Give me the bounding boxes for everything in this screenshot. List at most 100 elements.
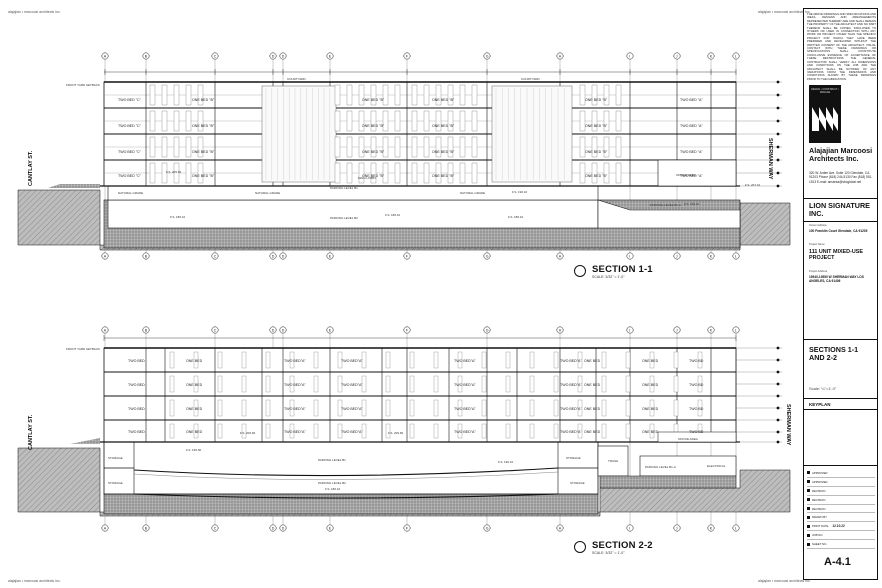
grid-bubble (707, 52, 715, 60)
section-1-scale: SCALE: 3/32" = 1'-0" (592, 275, 625, 279)
window (161, 136, 168, 158)
window (193, 423, 199, 439)
parking-slab (133, 493, 559, 499)
window (697, 375, 703, 393)
courtyard-label: COURTYARD (287, 77, 307, 81)
revision-row: DRAWN BY (807, 513, 875, 523)
window (193, 375, 199, 393)
window (241, 375, 247, 393)
divider (804, 465, 877, 466)
window (411, 84, 418, 106)
window (411, 136, 418, 158)
window (601, 423, 607, 439)
window (579, 110, 586, 132)
grid-bubble-label: E (329, 328, 332, 332)
grid-bubble-label: D (272, 328, 275, 332)
building-shell (103, 347, 737, 443)
window (394, 162, 401, 184)
window (173, 84, 180, 106)
grid-bubble-label: D (282, 54, 285, 58)
window (358, 162, 365, 184)
window (649, 375, 655, 393)
grid-bubble (626, 52, 634, 60)
window (601, 375, 607, 393)
window (289, 399, 295, 417)
window (649, 423, 655, 439)
divider (804, 221, 877, 222)
unit-label: ONE BED (186, 407, 203, 411)
grade-label: NATURAL GRADE (118, 191, 143, 195)
window (459, 162, 466, 184)
grid-bubble (211, 252, 219, 260)
window (625, 375, 631, 393)
revision-row: JOB NO. (807, 531, 875, 541)
level-marker (776, 430, 780, 434)
grade-fill (48, 184, 100, 188)
level-marker (776, 394, 780, 398)
space-label: STORAGE (570, 481, 585, 485)
grade-label: NATURAL GRADE (255, 191, 280, 195)
grid-bubble-label: H (559, 328, 562, 332)
street-label-sherman: SHERMAN WAY (767, 138, 773, 180)
window (625, 399, 631, 417)
window (481, 375, 487, 393)
window (459, 110, 466, 132)
grid-bubble (142, 252, 150, 260)
window (673, 399, 679, 417)
window (385, 351, 391, 369)
window (435, 136, 442, 158)
keyplan-label: KEYPLAN (809, 402, 831, 407)
unit-label: TWO BED"A" (560, 430, 582, 434)
window (149, 162, 156, 184)
grid-bubble-label: K (710, 328, 713, 332)
unit-label: ONE BED "B" (432, 174, 455, 178)
window (217, 375, 223, 393)
level-marker (776, 145, 780, 149)
street-label-cantlay: CANTLAY ST. (28, 150, 34, 186)
window (673, 375, 679, 393)
grid-bubble-label: J (676, 526, 678, 530)
unit-label: ONE BED (186, 383, 203, 387)
unit-label: ONE BED (584, 430, 601, 434)
unit-label: TWO BD (689, 430, 704, 434)
level-marker (776, 80, 780, 84)
grid-bubble-label: H (559, 526, 562, 530)
window (193, 351, 199, 369)
elevation-label: F.S. 207.10 (745, 183, 761, 187)
grid-bubble-label: B (145, 54, 148, 58)
bullet-icon (807, 533, 810, 537)
unit-label: ONE BED (584, 407, 601, 411)
window (615, 110, 622, 132)
unit-label: TWO BED "C" (118, 174, 142, 178)
grid-bubble-label: B (145, 328, 148, 332)
window (370, 110, 377, 132)
grid-bubble (211, 326, 219, 334)
window (337, 423, 343, 439)
grid-bubble-label: L (735, 328, 737, 332)
unit-label: TWO BED"A" (454, 430, 476, 434)
grid-bubble (403, 252, 411, 260)
window (423, 136, 430, 158)
grid-bubble-label: C (214, 254, 217, 258)
window (394, 136, 401, 158)
unit-label: TWO BED (128, 407, 145, 411)
unit-label: ONE BED (642, 430, 659, 434)
grid-bubble (211, 524, 219, 532)
unit-label: TWO BED"A" (454, 407, 476, 411)
space-label: OFFICE AREA (678, 437, 698, 441)
bullet-icon (807, 507, 810, 510)
revision-row: SHEET NO. (807, 540, 875, 550)
window (173, 136, 180, 158)
revision-row: APPROVED (807, 469, 875, 478)
office-area (657, 431, 737, 443)
window (471, 136, 478, 158)
unit-label: ONE BED "B" (585, 124, 608, 128)
section-2-scale: SCALE: 3/32" = 1'-0" (592, 551, 625, 555)
grid-bubble-label: B (145, 254, 148, 258)
parking-level-b2 (107, 199, 599, 229)
window (313, 423, 319, 439)
revision-label: JOB NO. (812, 533, 824, 538)
grid-bubble-label: A (104, 54, 107, 58)
elevation-label: F.S. 186.10 (508, 215, 524, 219)
